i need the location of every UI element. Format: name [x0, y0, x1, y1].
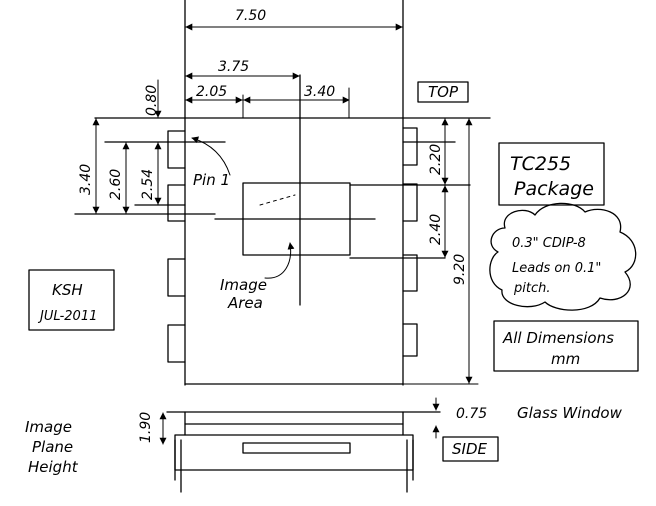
author-initials: KSH	[52, 281, 83, 299]
dim-overall-width: 7.50	[235, 8, 266, 24]
glass-window-label: Glass Window	[517, 404, 623, 422]
dimensions-note-box: All Dimensions mm	[493, 320, 639, 372]
author-box: KSH JUL-2011	[28, 269, 115, 331]
dim-top-offset: 0.80	[144, 85, 160, 116]
dim-half-width: 3.75	[218, 59, 249, 75]
author-date: JUL-2011	[37, 309, 97, 324]
dim-image-width: 3.40	[304, 84, 335, 100]
dim-overall-height: 9.20	[452, 254, 468, 285]
package-title-box: TC255 Package	[498, 142, 605, 206]
image-plane-label-2: Plane	[32, 438, 73, 456]
pin1-label: Pin 1	[193, 171, 230, 189]
package-title-line1: TC255	[510, 153, 571, 175]
package-title-line2: Package	[514, 178, 594, 200]
side-view-tag: SIDE	[442, 436, 499, 462]
cdip-note-line2: Leads on 0.1"	[512, 261, 601, 276]
package-top-view	[74, 0, 491, 386]
image-plane-label-3: Height	[28, 458, 79, 476]
cdip-note-line1: 0.3" CDIP-8	[512, 236, 586, 251]
dim-image-height: 2.60	[108, 169, 124, 200]
package-side-view	[159, 397, 441, 493]
dimensions-note-line1: All Dimensions	[502, 329, 614, 347]
image-area-label-2: Area	[227, 294, 263, 312]
dim-image-plane-height: 1.90	[138, 412, 154, 443]
dim-lead-pitch: 2.54	[140, 169, 156, 200]
image-plane-label-1: Image	[25, 418, 72, 436]
dim-pin1-to-image: 3.40	[78, 164, 94, 195]
cdip-note-line3: pitch.	[513, 281, 550, 296]
image-area-pointer	[264, 242, 295, 279]
top-view-label: TOP	[428, 83, 459, 101]
image-area-label-1: Image	[220, 276, 267, 294]
dim-image-area-height: 2.40	[428, 214, 444, 245]
top-view-tag: TOP	[417, 81, 469, 103]
side-view-label: SIDE	[452, 440, 487, 458]
pin1-pointer	[191, 136, 231, 176]
dim-glass-thickness: 0.75	[456, 406, 487, 422]
dim-top-to-image: 2.20	[428, 144, 444, 175]
dimension-lines-vertical	[92, 79, 479, 385]
dimensions-note-line2: mm	[551, 350, 580, 368]
cdip-note-cloud: 0.3" CDIP-8 Leads on 0.1" pitch.	[489, 202, 637, 311]
image-area-rect	[214, 74, 376, 306]
dimension-lines-horizontal	[185, 23, 403, 119]
package-leads	[167, 127, 418, 363]
dim-image-left-offset: 2.05	[196, 84, 227, 100]
